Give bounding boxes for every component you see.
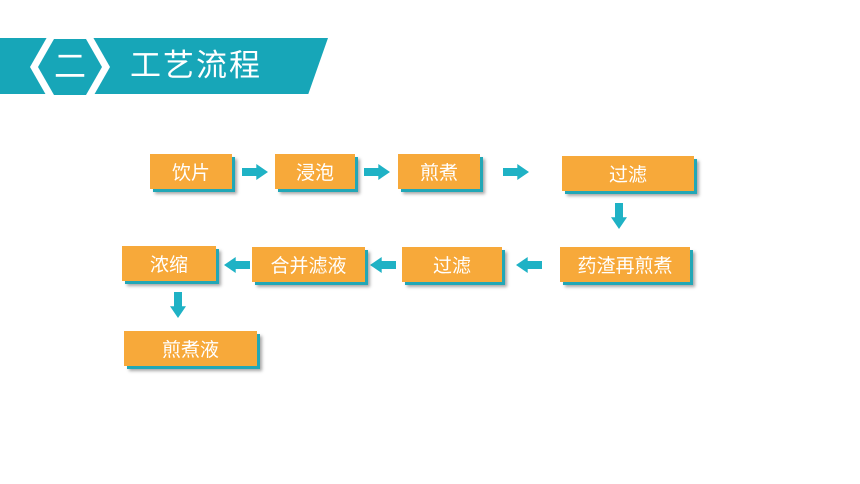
arrow-down-icon <box>611 203 627 229</box>
step-box-4: 过滤 <box>562 156 694 191</box>
step-box-7: 合并滤液 <box>252 247 365 282</box>
step-box-2: 浸泡 <box>275 154 355 189</box>
step-box-9: 煎煮液 <box>124 331 257 366</box>
arrow-left-icon <box>516 257 542 273</box>
arrow-down-icon <box>170 292 186 318</box>
arrow-left-icon <box>224 257 250 273</box>
arrow-left-icon <box>370 257 396 273</box>
step-box-6: 过滤 <box>402 247 502 282</box>
arrow-right-icon <box>364 164 390 180</box>
section-title: 工艺流程 <box>130 48 262 84</box>
arrow-right-icon <box>242 164 268 180</box>
step-box-1: 饮片 <box>150 154 232 189</box>
step-box-8: 浓缩 <box>122 246 216 281</box>
arrow-right-icon <box>503 164 529 180</box>
step-box-3: 煎煮 <box>398 154 480 189</box>
step-box-5: 药渣再煎煮 <box>560 247 690 282</box>
